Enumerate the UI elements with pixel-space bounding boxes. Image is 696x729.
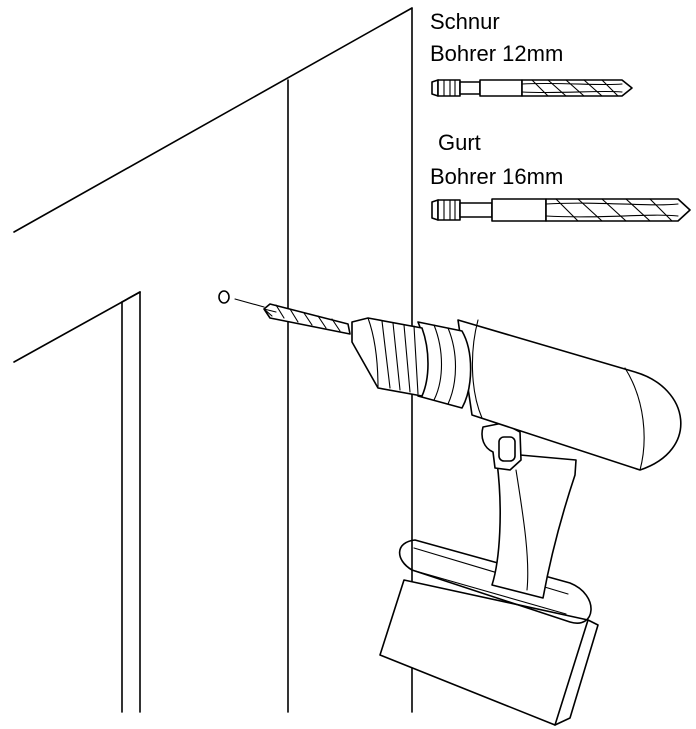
hole-mark xyxy=(218,290,230,304)
drill-collar xyxy=(417,321,472,409)
cord-bit-size-label: Bohrer 12mm xyxy=(430,41,564,66)
drill-bit-16mm-icon xyxy=(431,198,691,222)
cordless-drill-icon xyxy=(263,303,682,726)
drill-body xyxy=(457,319,682,471)
cord-label: Schnur xyxy=(430,9,500,34)
drill-trigger xyxy=(481,422,522,471)
drill-bit-in-chuck xyxy=(263,303,351,335)
battery-pack xyxy=(379,539,599,726)
drill-handle xyxy=(491,454,577,599)
hole-guide-line xyxy=(234,298,265,308)
drill-bit-12mm-icon xyxy=(431,79,633,97)
sash-inner-diagonal xyxy=(121,291,141,303)
drill-chuck xyxy=(351,317,429,397)
frame-top-edge xyxy=(13,7,413,233)
pilot-hole xyxy=(218,290,265,308)
window-frame xyxy=(13,7,413,713)
sash-top-edge xyxy=(13,291,141,363)
belt-label: Gurt xyxy=(438,130,481,155)
belt-bit-size-label: Bohrer 16mm xyxy=(430,164,564,189)
